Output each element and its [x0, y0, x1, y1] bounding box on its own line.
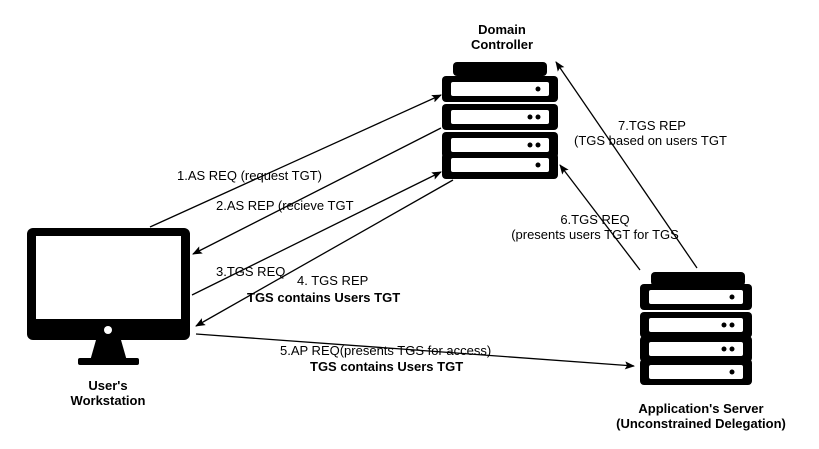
- msg-tgs-req-label: 3.TGS REQ: [216, 264, 286, 279]
- arrow-ap-req: [195, 333, 635, 370]
- arrow-as-req: [149, 94, 442, 228]
- msg-tgs-rep-note: TGS contains Users TGT: [247, 290, 401, 305]
- app-server-label-line2: (Unconstrained Delegation): [616, 416, 786, 431]
- domain-controller-label: Domain Controller: [447, 22, 557, 52]
- msg-delegation-tgs-req-label: 6.TGS REQ (presents users TGT for TGS: [497, 212, 693, 242]
- msg-tgs-rep-label: 4. TGS REP: [297, 273, 369, 288]
- arrow-tgs-req-delegation: [559, 164, 641, 271]
- domain-controller-server-icon: [442, 62, 558, 179]
- workstation-label-line1: User's: [88, 378, 128, 393]
- workstation-label: User's Workstation: [58, 378, 158, 408]
- msg-ap-req-note: TGS contains Users TGT: [310, 359, 464, 374]
- msg-delegation-tgs-req-line2: (presents users TGT for TGS: [511, 227, 679, 242]
- app-server-label: Application's Server (Unconstrained Dele…: [606, 401, 796, 431]
- arrow-tgs-req: [191, 171, 442, 296]
- workstation-monitor-icon: [27, 228, 190, 365]
- msg-delegation-tgs-rep-line1: 7.TGS REP: [618, 118, 686, 133]
- arrow-as-rep: [192, 127, 442, 255]
- arrow-tgs-rep-delegation: [555, 61, 698, 269]
- msg-delegation-tgs-rep-line2: (TGS based on users TGT: [574, 133, 727, 148]
- msg-delegation-tgs-rep-label: 7.TGS REP (TGS based on users TGT: [574, 118, 727, 148]
- msg-as-rep-label: 2.AS REP (recieve TGT: [216, 198, 354, 213]
- app-server-label-line1: Application's Server: [638, 401, 764, 416]
- msg-ap-req-label: 5.AP REQ(presents TGS for access): [280, 343, 492, 358]
- msg-as-req-label: 1.AS REQ (request TGT): [177, 168, 322, 183]
- workstation-label-line2: Workstation: [70, 393, 146, 408]
- msg-delegation-tgs-req-line1: 6.TGS REQ: [560, 212, 630, 227]
- arrow-tgs-rep: [195, 179, 454, 327]
- application-server-icon: [640, 272, 752, 385]
- domain-controller-label-line2: Controller: [470, 37, 534, 52]
- domain-controller-label-line1: Domain: [478, 22, 526, 37]
